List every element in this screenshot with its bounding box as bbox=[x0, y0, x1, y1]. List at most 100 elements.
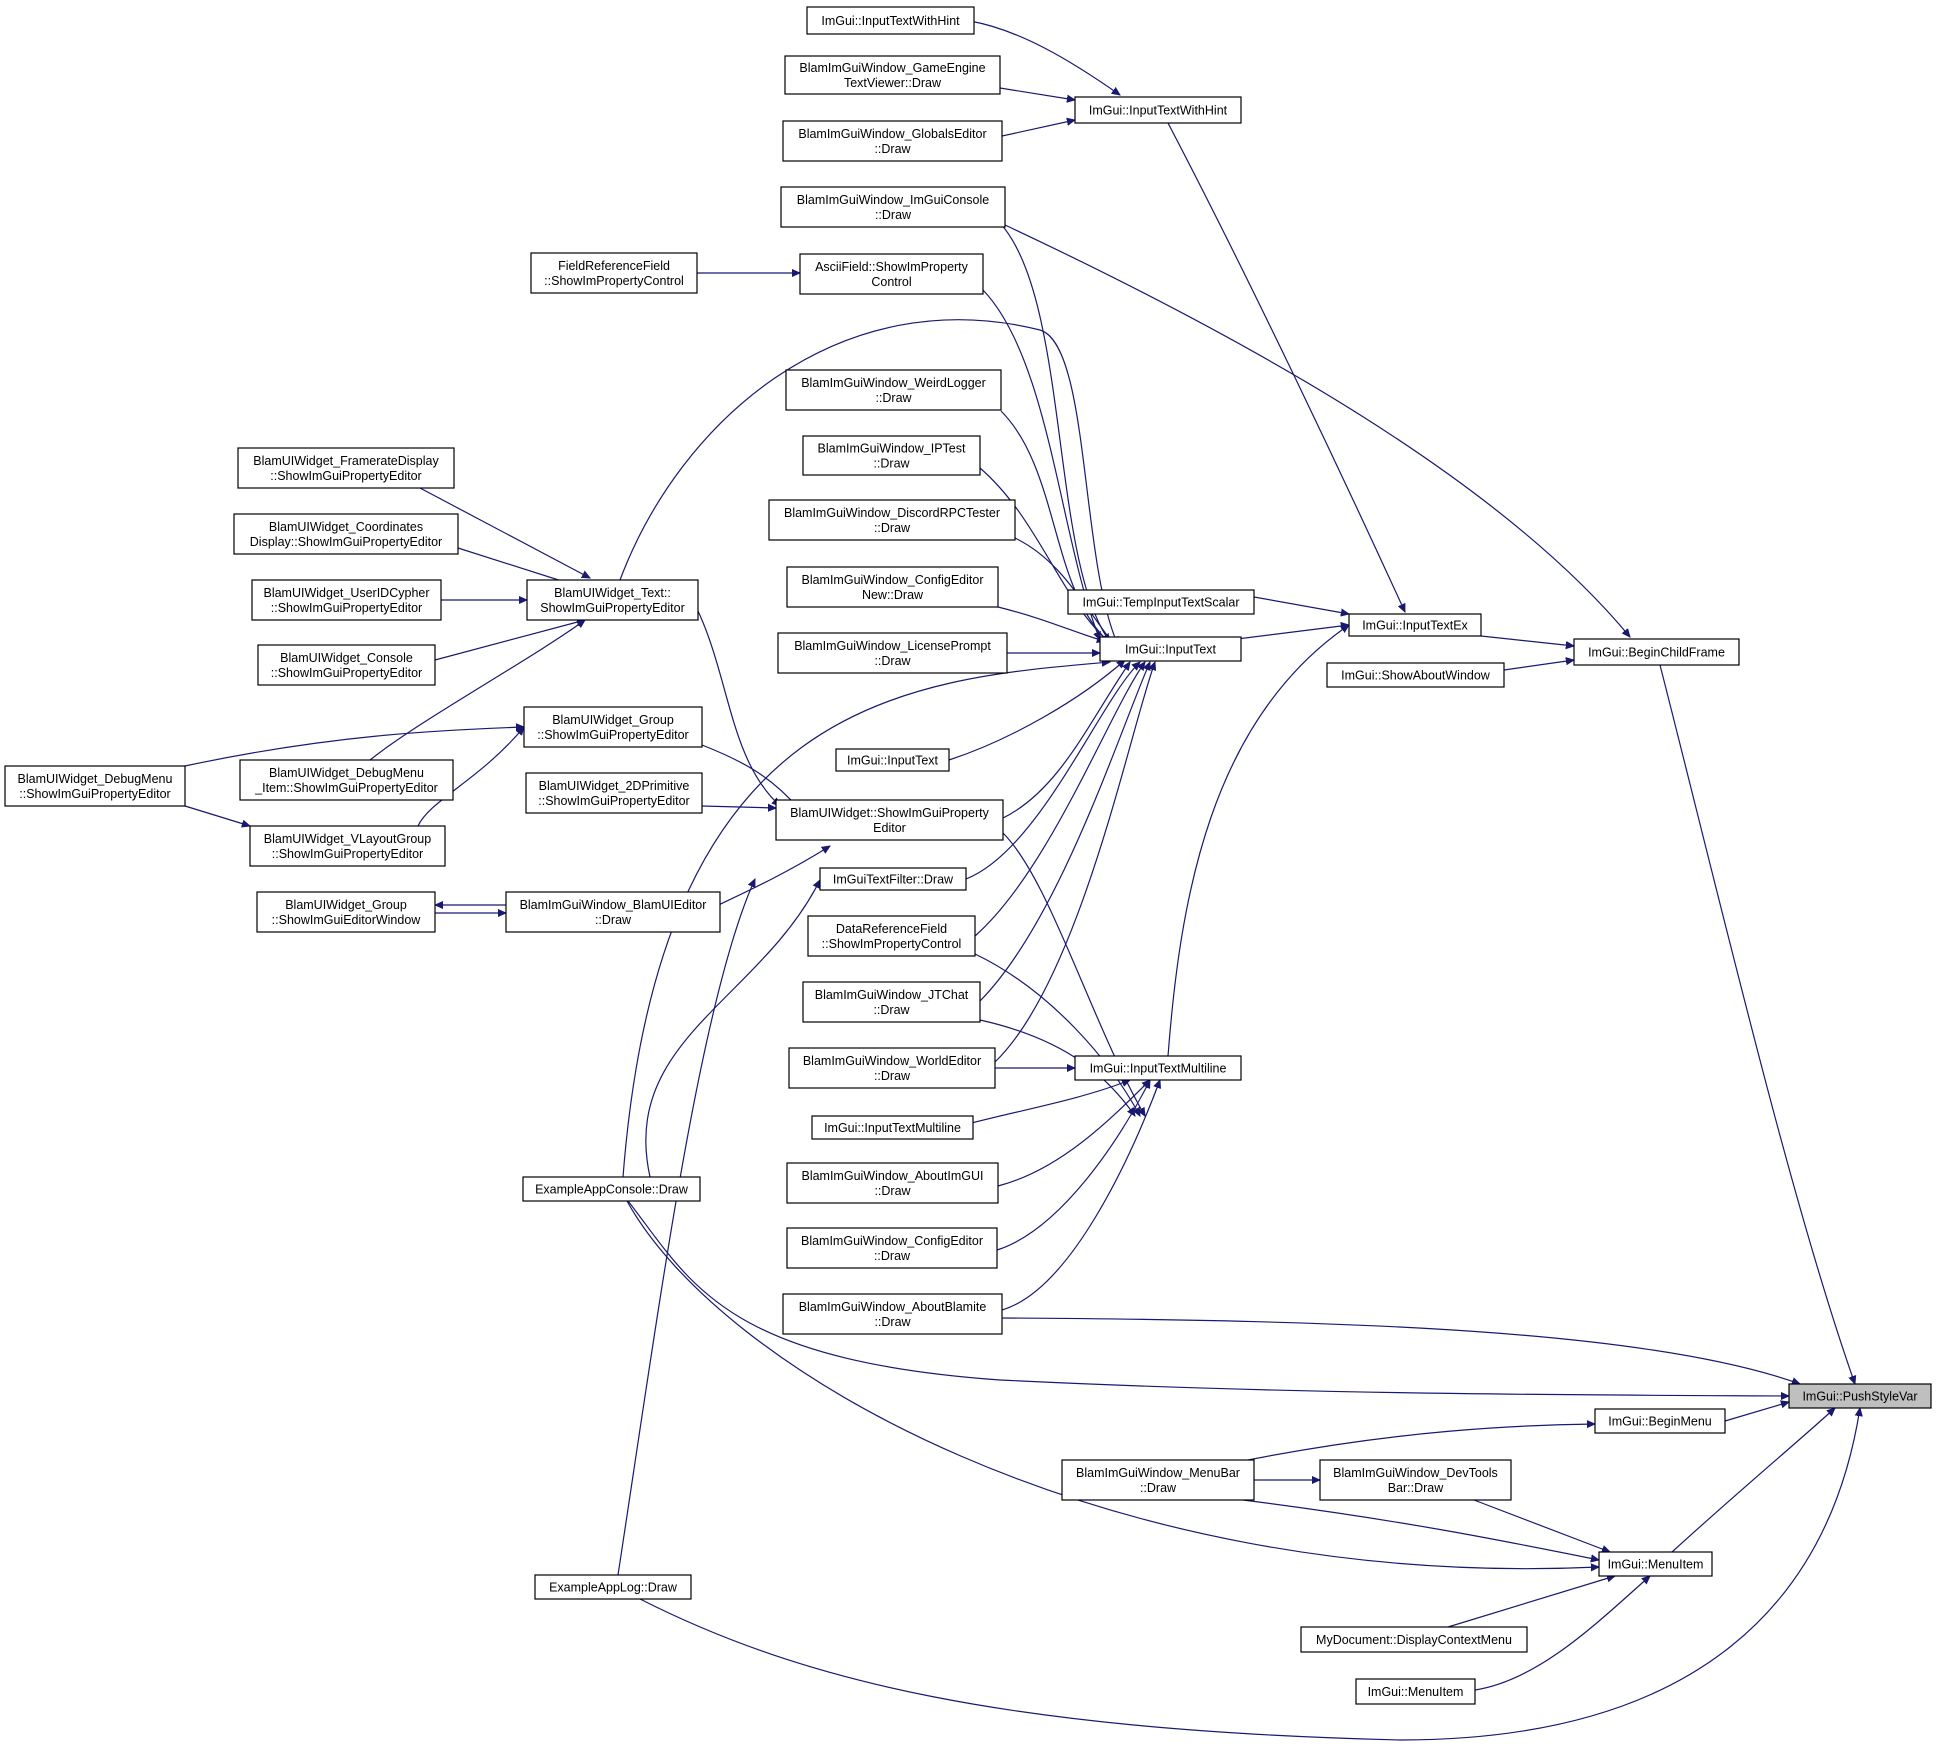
edge-path bbox=[417, 727, 524, 827]
graph-node[interactable]: BlamUIWidget_FramerateDisplay::ShowImGui… bbox=[237, 447, 455, 489]
graph-node[interactable]: BlamUIWidget_DebugMenu::ShowImGuiPropert… bbox=[4, 765, 186, 807]
node-label: ::ShowImGuiPropertyEditor bbox=[538, 794, 689, 808]
node-label: BlamUIWidget_Group bbox=[285, 898, 407, 912]
graph-node[interactable]: BlamUIWidget_Console::ShowImGuiPropertyE… bbox=[257, 644, 436, 686]
edge-path bbox=[948, 660, 1125, 761]
node-box bbox=[530, 252, 698, 294]
node-label: BlamUIWidget_VLayoutGroup bbox=[264, 832, 431, 846]
graph-node[interactable]: AsciiField::ShowImPropertyControl bbox=[799, 253, 984, 295]
node-label: ImGui::InputTextMultiline bbox=[1090, 1062, 1227, 1076]
edge-path bbox=[1242, 1499, 1599, 1560]
node-box bbox=[835, 748, 950, 772]
graph-node[interactable]: BlamUIWidget_VLayoutGroup::ShowImGuiProp… bbox=[249, 825, 446, 867]
graph-node[interactable]: BlamImGuiWindow_LicensePrompt::Draw bbox=[777, 632, 1008, 674]
node-label: _Item::ShowImGuiPropertyEditor bbox=[254, 781, 438, 795]
graph-node[interactable]: BlamUIWidget_UserIDCypher::ShowImGuiProp… bbox=[251, 579, 442, 621]
edge-path bbox=[1724, 1402, 1789, 1422]
graph-node[interactable]: ImGuiTextFilter::Draw bbox=[819, 867, 967, 891]
graph-node[interactable]: ImGui::InputText bbox=[835, 748, 950, 772]
graph-node[interactable]: ImGui::InputTextWithHint bbox=[806, 6, 975, 35]
node-box bbox=[1326, 662, 1505, 688]
graph-node[interactable]: ImGui::BeginMenu bbox=[1594, 1408, 1726, 1434]
edge-path bbox=[369, 620, 585, 761]
graph-node[interactable]: ExampleAppLog::Draw bbox=[534, 1574, 692, 1600]
node-box bbox=[799, 253, 984, 295]
graph-node[interactable]: BlamUIWidget_DebugMenu_Item::ShowImGuiPr… bbox=[239, 759, 454, 801]
graph-node[interactable]: BlamUIWidget_Group::ShowImGuiEditorWindo… bbox=[256, 891, 436, 933]
graph-node[interactable]: BlamImGuiWindow_GlobalsEditor::Draw bbox=[782, 120, 1003, 162]
node-box bbox=[1074, 96, 1242, 124]
node-label: ::Draw bbox=[874, 1184, 911, 1198]
graph-node[interactable]: BlamImGuiWindow_AboutImGUI::Draw bbox=[786, 1162, 999, 1204]
node-label: DataReferenceField bbox=[836, 922, 947, 936]
graph-node[interactable]: BlamUIWidget_CoordinatesDisplay::ShowImG… bbox=[233, 513, 459, 555]
graph-node[interactable]: BlamImGuiWindow_DiscordRPCTester::Draw bbox=[768, 499, 1016, 541]
node-label: BlamImGuiWindow_ConfigEditor bbox=[801, 573, 983, 587]
graph-node[interactable]: MyDocument::DisplayContextMenu bbox=[1300, 1626, 1528, 1653]
graph-node[interactable]: ExampleAppConsole::Draw bbox=[522, 1176, 701, 1202]
graph-node[interactable]: BlamImGuiWindow_IPTest::Draw bbox=[802, 435, 981, 476]
graph-node[interactable]: DataReferenceField::ShowImPropertyContro… bbox=[807, 915, 976, 957]
node-box bbox=[811, 1115, 974, 1140]
call-edge bbox=[645, 880, 821, 1178]
call-edge bbox=[1503, 660, 1574, 671]
edge-path bbox=[974, 953, 1141, 1116]
graph-node[interactable]: ImGui::TempInputTextScalar bbox=[1067, 589, 1255, 615]
node-label: ::Draw bbox=[874, 1069, 911, 1083]
node-label: ImGui::InputText bbox=[847, 754, 939, 768]
call-edge bbox=[1001, 1080, 1160, 1311]
node-label: ::ShowImGuiEditorWindow bbox=[272, 913, 422, 927]
graph-node[interactable]: BlamImGuiWindow_ImGuiConsole::Draw bbox=[780, 186, 1006, 228]
call-edge bbox=[965, 662, 1140, 880]
graph-node[interactable]: BlamImGuiWindow_WeirdLogger::Draw bbox=[785, 369, 1002, 411]
call-edge bbox=[982, 289, 1100, 640]
call-edge bbox=[626, 1200, 1599, 1569]
graph-node[interactable]: BlamImGuiWindow_MenuBar::Draw bbox=[1061, 1459, 1255, 1501]
edge-path bbox=[969, 20, 1120, 95]
graph-node[interactable]: BlamImGuiWindow_WorldEditor::Draw bbox=[788, 1047, 996, 1089]
graph-node[interactable]: FieldReferenceField::ShowImPropertyContr… bbox=[530, 252, 698, 294]
edge-path bbox=[999, 222, 1110, 642]
call-edge bbox=[994, 662, 1155, 1063]
call-edge bbox=[1167, 625, 1349, 1057]
graph-node[interactable]: ImGui::MenuItem bbox=[1355, 1678, 1476, 1705]
node-box bbox=[1598, 1551, 1713, 1577]
graph-node[interactable]: ImGui::InputTextWithHint bbox=[1074, 96, 1242, 124]
graph-node[interactable]: BlamUIWidget::ShowImGuiPropertyEditor bbox=[775, 799, 1004, 841]
graph-node[interactable]: BlamImGuiWindow_AboutBlamite::Draw bbox=[782, 1293, 1003, 1335]
call-edge bbox=[369, 620, 585, 761]
graph-node[interactable]: BlamUIWidget_Text::ShowImGuiPropertyEdit… bbox=[526, 579, 699, 621]
node-box bbox=[233, 513, 459, 555]
edge-path bbox=[1167, 625, 1349, 1057]
graph-node[interactable]: BlamUIWidget_Group::ShowImGuiPropertyEdi… bbox=[523, 706, 703, 748]
node-label: BlamUIWidget_DebugMenu bbox=[269, 766, 424, 780]
node-label: BlamImGuiWindow_GlobalsEditor bbox=[798, 127, 986, 141]
target-node[interactable]: ImGui::PushStyleVar bbox=[1788, 1383, 1932, 1409]
node-label: BlamUIWidget_UserIDCypher bbox=[263, 586, 429, 600]
graph-node[interactable]: ImGui::InputTextMultiline bbox=[1074, 1055, 1242, 1081]
edge-path bbox=[434, 620, 585, 661]
graph-node[interactable]: BlamImGuiWindow_ConfigEditor::Draw bbox=[786, 1227, 998, 1269]
graph-node[interactable]: BlamImGuiWindow_JTChat::Draw bbox=[802, 981, 981, 1023]
graph-node[interactable]: ImGui::MenuItem bbox=[1598, 1551, 1713, 1577]
node-label: FieldReferenceField bbox=[558, 259, 670, 273]
graph-node[interactable]: ImGui::ShowAboutWindow bbox=[1326, 662, 1505, 688]
edge-path bbox=[617, 879, 756, 1576]
edge-path bbox=[996, 1080, 1151, 1251]
node-label: ImGui::InputText bbox=[1125, 643, 1217, 657]
graph-node[interactable]: BlamImGuiWindow_BlamUIEditor::Draw bbox=[505, 891, 721, 933]
graph-node[interactable]: ImGui::InputTextEx bbox=[1348, 613, 1482, 637]
graph-node[interactable]: ImGui::BeginChildFrame bbox=[1573, 638, 1740, 666]
graph-node[interactable]: BlamUIWidget_2DPrimitive::ShowImGuiPrope… bbox=[525, 772, 703, 814]
edge-path bbox=[626, 1200, 1599, 1569]
node-box bbox=[1067, 589, 1255, 615]
graph-node[interactable]: BlamImGuiWindow_GameEngineTextViewer::Dr… bbox=[784, 55, 1001, 95]
call-edge bbox=[1253, 596, 1349, 614]
graph-node[interactable]: ImGui::InputText bbox=[1099, 636, 1242, 662]
call-edge bbox=[997, 606, 1105, 641]
graph-node[interactable]: ImGui::InputTextMultiline bbox=[811, 1115, 974, 1140]
node-label: ImGui::MenuItem bbox=[1368, 1685, 1464, 1699]
call-edge bbox=[996, 1080, 1151, 1251]
